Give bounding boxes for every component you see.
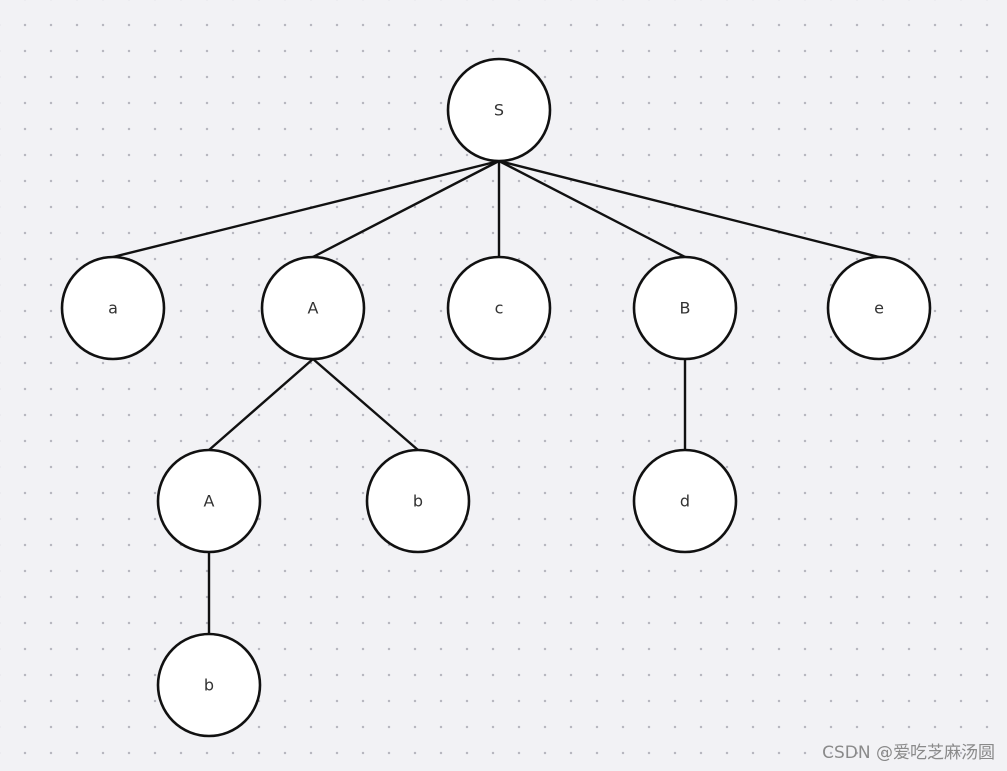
node-circle — [826, 255, 932, 361]
tree-edge — [497, 159, 687, 259]
node-label: b — [204, 676, 214, 695]
node-circle — [156, 448, 262, 554]
tree-node: S — [446, 57, 552, 163]
node-circle — [60, 255, 166, 361]
node-label: A — [204, 492, 215, 511]
node-label: e — [874, 299, 884, 318]
tree-edge — [497, 159, 881, 259]
node-circle — [156, 632, 262, 738]
tree-node: e — [826, 255, 932, 361]
tree-node: b — [156, 632, 262, 738]
node-circle — [446, 57, 552, 163]
node-label: B — [680, 299, 691, 318]
node-label: a — [108, 299, 118, 318]
node-circle — [260, 255, 366, 361]
node-label: d — [680, 492, 690, 511]
node-circle — [365, 448, 471, 554]
tree-edges — [111, 159, 881, 636]
node-circle — [632, 448, 738, 554]
tree-node: A — [156, 448, 262, 554]
node-label: S — [494, 101, 504, 120]
tree-node: b — [365, 448, 471, 554]
tree-edge — [311, 357, 420, 452]
tree-edge — [311, 159, 501, 259]
node-circle — [632, 255, 738, 361]
tree-edge — [207, 357, 315, 452]
tree-node: A — [260, 255, 366, 361]
node-circle — [446, 255, 552, 361]
node-label: A — [308, 299, 319, 318]
tree-node: B — [632, 255, 738, 361]
tree-node: c — [446, 255, 552, 361]
node-label: b — [413, 492, 423, 511]
tree-edge — [111, 159, 501, 259]
node-label: c — [495, 299, 504, 318]
watermark-text: CSDN @爱吃芝麻汤圆 — [822, 743, 995, 763]
tree-node: a — [60, 255, 166, 361]
tree-node: d — [632, 448, 738, 554]
